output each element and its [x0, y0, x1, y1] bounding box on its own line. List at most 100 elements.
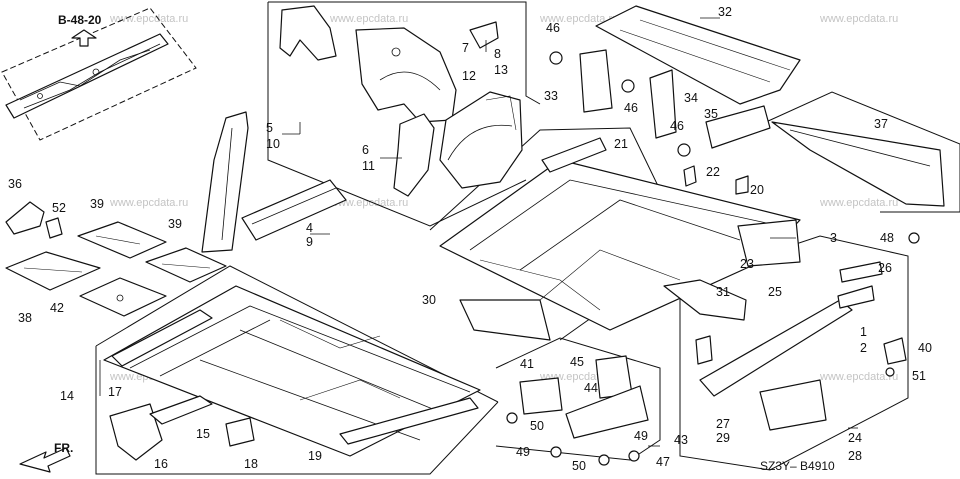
callout-22: 22: [706, 165, 720, 179]
callout-29: 29: [716, 431, 730, 445]
rear-pillar: [201, 111, 249, 253]
callout-23: 23: [740, 257, 754, 271]
bracket-41: [519, 377, 563, 415]
watermark-text: www.epcdata.ru: [819, 371, 898, 383]
bracket-18: [225, 417, 255, 447]
front-arrow: FR.: [19, 441, 73, 473]
callout-28: 28: [848, 449, 862, 463]
callout-3: 3: [830, 231, 837, 245]
frame-31: [663, 279, 747, 321]
callout-24: 24: [848, 431, 862, 445]
plate-44: [565, 385, 649, 439]
quarter-inner-lower: [393, 113, 435, 197]
plate-23: [737, 219, 801, 267]
rear-shelf-32: [595, 5, 801, 105]
watermark-text: www.epcdata.ru: [819, 197, 898, 209]
callout-33: 33: [544, 89, 558, 103]
callout-35: 35: [704, 107, 718, 121]
callout-18: 18: [244, 457, 258, 471]
callout-38: 38: [18, 311, 32, 325]
lower-center-parts: [506, 232, 920, 466]
watermark-text: www.epcdata.ru: [819, 13, 898, 25]
nut-47: [628, 450, 640, 462]
callout-10: 10: [266, 137, 280, 151]
nut-49: [550, 446, 562, 458]
callout-30: 30: [422, 293, 436, 307]
callout-46: 46: [670, 119, 684, 133]
callout-49: 49: [634, 429, 648, 443]
bolt-51: [885, 367, 895, 377]
callout-7: 7: [462, 41, 469, 55]
nut-50b: [598, 454, 610, 466]
callout-39: 39: [168, 217, 182, 231]
bracket-35: [705, 105, 771, 149]
grommet-46c: [677, 143, 691, 157]
callout-20: 20: [750, 183, 764, 197]
reference-panel: B-48-20: [1, 7, 197, 141]
diagram-code: SZ3Y– B4910: [760, 459, 835, 473]
pillar-34: [649, 69, 677, 139]
bracket-40: [883, 337, 907, 365]
callout-44: 44: [584, 381, 598, 395]
callout-16: 16: [154, 457, 168, 471]
callout-5: 5: [266, 121, 273, 135]
callout-47: 47: [656, 455, 670, 469]
callout-48: 48: [880, 231, 894, 245]
watermark-text: www.epcdata.ru: [329, 197, 408, 209]
callout-2: 2: [860, 341, 867, 355]
floor-sill-17: [111, 309, 213, 367]
side-frame: [699, 299, 853, 397]
callout-49: 49: [516, 445, 530, 459]
nut-50a: [506, 412, 518, 424]
callout-41: 41: [520, 357, 534, 371]
crossmember-15: [149, 395, 213, 425]
pad-38: [5, 251, 101, 291]
crossmember-30: [459, 299, 551, 341]
watermark-text: www.epcdata.ru: [539, 13, 618, 25]
callout-25: 25: [768, 285, 782, 299]
bracket-33: [579, 49, 613, 113]
callout-32: 32: [718, 5, 732, 19]
callout-12: 12: [462, 69, 476, 83]
clip-25: [695, 335, 713, 365]
panel-21: [541, 137, 607, 173]
callout-9: 9: [306, 235, 313, 249]
bolt-52: [45, 217, 63, 239]
side-sill-rail: [241, 179, 347, 241]
callout-21: 21: [614, 137, 628, 151]
callout-17: 17: [108, 385, 122, 399]
callout-50: 50: [572, 459, 586, 473]
callout-42: 42: [50, 301, 64, 315]
callout-1: 1: [860, 325, 867, 339]
wheel-house-outer: [355, 27, 457, 123]
clip-22: [683, 165, 697, 187]
callout-8: 8: [494, 47, 501, 61]
front-arrow-icon: [19, 447, 71, 473]
quarter-inner-panels: [279, 5, 523, 197]
watermark-text: www.epcdata.ru: [109, 197, 188, 209]
reference-part-outline: [5, 33, 169, 119]
callout-4: 4: [306, 221, 313, 235]
callout-51: 51: [912, 369, 926, 383]
grommet-46b: [621, 79, 635, 93]
callout-26: 26: [878, 261, 892, 275]
rear-floor: [439, 137, 801, 341]
callout-45: 45: [570, 355, 584, 369]
leader-lines: [99, 17, 858, 447]
crossmember-37: [771, 121, 945, 207]
bolt-48: [908, 232, 920, 244]
grommet-46a: [549, 51, 563, 65]
small-bracket: [469, 21, 499, 49]
callout-14: 14: [60, 389, 74, 403]
callout-46: 46: [624, 101, 638, 115]
callout-36: 36: [8, 177, 22, 191]
clip-20: [735, 175, 749, 195]
bracket-26: [839, 261, 883, 283]
reference-label: B-48-20: [58, 13, 102, 27]
front-floor-pan: [103, 285, 481, 457]
callout-52: 52: [52, 201, 66, 215]
watermark-text: www.epcdata.ru: [109, 13, 188, 25]
gusset-27: [759, 379, 827, 431]
